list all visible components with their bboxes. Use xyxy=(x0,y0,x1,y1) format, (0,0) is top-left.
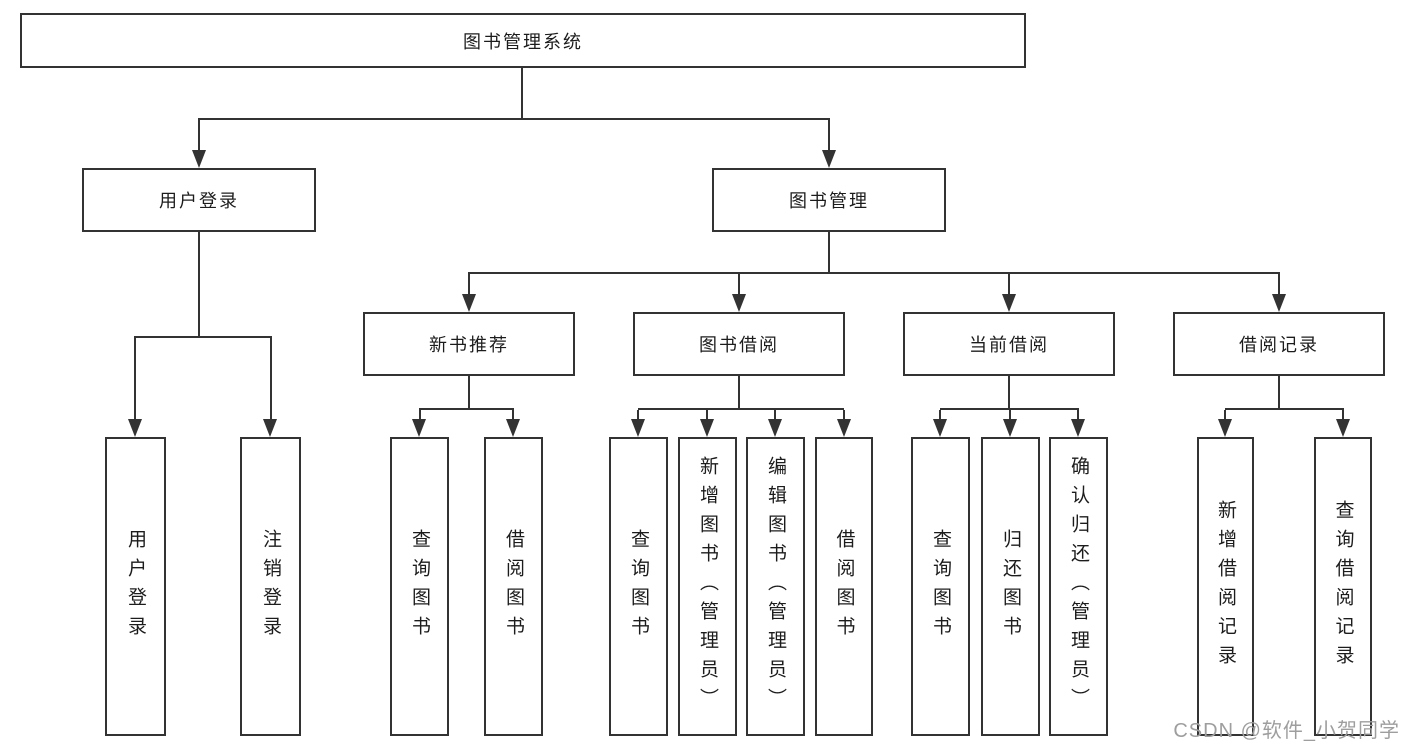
node-book-management: 图书管理 xyxy=(712,168,946,232)
node-label: 图书借阅 xyxy=(699,335,779,355)
leaf-add-borrow-record: 新增借阅记录 xyxy=(1197,437,1254,736)
leaf-borrow-books: 借阅图书 xyxy=(815,437,873,736)
node-label: 新增图书（管理员） xyxy=(697,456,718,717)
connector-line xyxy=(637,410,639,421)
node-label: 借阅图书 xyxy=(503,528,524,645)
connector-line xyxy=(738,274,740,298)
leaf-edit-book-admin: 编辑图书（管理员） xyxy=(746,437,805,736)
node-label: 确认归还（管理员） xyxy=(1068,456,1089,717)
connector-line xyxy=(638,408,844,410)
connector-line xyxy=(828,232,830,274)
arrow-down-icon xyxy=(1002,294,1016,312)
arrow-down-icon xyxy=(1336,419,1350,437)
arrow-down-icon xyxy=(192,150,206,168)
leaf-add-book-admin: 新增图书（管理员） xyxy=(678,437,737,736)
arrow-down-icon xyxy=(732,294,746,312)
connector-line xyxy=(198,232,200,338)
connector-line xyxy=(1077,410,1079,421)
watermark: CSDN @软件_小贺同学 xyxy=(1173,720,1400,742)
arrow-down-icon xyxy=(412,419,426,437)
node-book-borrowing: 图书借阅 xyxy=(633,312,845,376)
arrow-down-icon xyxy=(822,150,836,168)
arrow-down-icon xyxy=(462,294,476,312)
arrow-down-icon xyxy=(1218,419,1232,437)
connector-line xyxy=(512,410,514,421)
node-label: 查询图书 xyxy=(409,528,430,645)
node-current-borrowing: 当前借阅 xyxy=(903,312,1115,376)
connector-line xyxy=(738,376,740,410)
leaf-query-borrow-record: 查询借阅记录 xyxy=(1314,437,1372,736)
connector-line xyxy=(468,376,470,410)
connector-line xyxy=(1009,410,1011,421)
connector-line xyxy=(468,272,1280,274)
node-label: 查询图书 xyxy=(628,528,649,645)
node-user-login: 用户登录 xyxy=(82,168,316,232)
connector-line xyxy=(468,274,470,298)
node-label: 图书管理 xyxy=(789,191,869,211)
connector-line xyxy=(198,120,200,152)
node-label: 图书管理系统 xyxy=(463,31,583,52)
node-library-management-system: 图书管理系统 xyxy=(20,13,1026,68)
arrow-down-icon xyxy=(1272,294,1286,312)
node-new-book-recommendation: 新书推荐 xyxy=(363,312,575,376)
leaf-logout: 注销登录 xyxy=(240,437,301,736)
leaf-query-books-current: 查询图书 xyxy=(911,437,970,736)
node-label: 查询借阅记录 xyxy=(1332,499,1354,674)
leaf-confirm-return-admin: 确认归还（管理员） xyxy=(1049,437,1108,736)
connector-line xyxy=(1225,408,1344,410)
connector-line xyxy=(270,338,272,421)
connector-line xyxy=(1008,376,1010,410)
connector-line xyxy=(1278,274,1280,298)
connector-line xyxy=(1008,274,1010,298)
node-label: 借阅记录 xyxy=(1239,335,1319,355)
node-label: 编辑图书（管理员） xyxy=(765,456,786,717)
node-label: 当前借阅 xyxy=(969,335,1049,355)
node-borrowing-records: 借阅记录 xyxy=(1173,312,1385,376)
node-label: 注销登录 xyxy=(260,528,281,645)
node-label: 查询图书 xyxy=(930,528,951,645)
arrow-down-icon xyxy=(768,419,782,437)
connector-line xyxy=(134,338,136,421)
connector-line xyxy=(419,408,514,410)
arrow-down-icon xyxy=(933,419,947,437)
node-label: 用户登录 xyxy=(159,191,239,211)
node-label: 新增借阅记录 xyxy=(1215,499,1236,674)
connector-line xyxy=(1342,410,1344,421)
arrow-down-icon xyxy=(1003,419,1017,437)
arrow-down-icon xyxy=(837,419,851,437)
connector-line xyxy=(774,410,776,421)
connector-line xyxy=(828,120,830,152)
arrow-down-icon xyxy=(1071,419,1085,437)
leaf-return-books: 归还图书 xyxy=(981,437,1040,736)
connector-line xyxy=(1278,376,1280,410)
node-label: 新书推荐 xyxy=(429,335,509,355)
arrow-down-icon xyxy=(700,419,714,437)
leaf-borrow-books-recommendation: 借阅图书 xyxy=(484,437,543,736)
connector-line xyxy=(521,68,523,120)
arrow-down-icon xyxy=(263,419,277,437)
connector-line xyxy=(134,336,272,338)
node-label: 用户登录 xyxy=(125,528,146,645)
arrow-down-icon xyxy=(128,419,142,437)
connector-line xyxy=(706,410,708,421)
leaf-query-books-borrowing: 查询图书 xyxy=(609,437,668,736)
arrow-down-icon xyxy=(631,419,645,437)
arrow-down-icon xyxy=(506,419,520,437)
node-label: 归还图书 xyxy=(1000,528,1021,645)
connector-line xyxy=(940,408,1079,410)
connector-line xyxy=(419,410,421,421)
connector-line xyxy=(843,410,845,421)
connector-line xyxy=(1224,410,1226,421)
leaf-user-login: 用户登录 xyxy=(105,437,166,736)
leaf-query-books-recommendation: 查询图书 xyxy=(390,437,449,736)
node-label: 借阅图书 xyxy=(833,528,855,645)
connector-line xyxy=(198,118,830,120)
connector-line xyxy=(939,410,941,421)
